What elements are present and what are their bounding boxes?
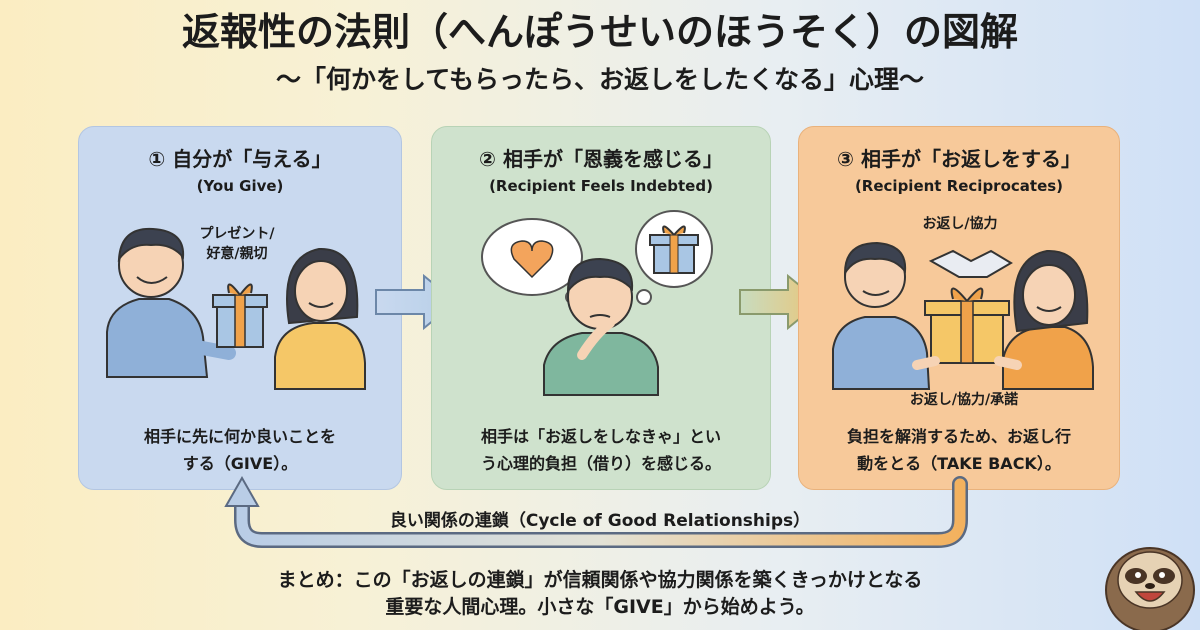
gift-label-1: プレゼント/ [199, 226, 275, 242]
step-description-line: 相手は「お返しをしなきゃ」とい [480, 427, 721, 446]
step-subtitle: (Recipient Feels Indebted) [489, 177, 713, 195]
step-description: 負担を解消するため、お返し行 動をとる（TAKE BACK）。 [813, 423, 1105, 477]
step-description-line: 相手に先に何か良いことを [143, 427, 336, 446]
step-subtitle: (You Give) [196, 177, 284, 195]
step-card-indebted: ② 相手が「恩義を感じる」 (Recipient Feels Indebted)… [431, 126, 771, 490]
page-title: 返報性の法則（へんぽうせいのほうそく）の図解 [181, 10, 1018, 54]
summary-line: 重要な人間心理。小さな「GIVE」から始めよう。 [385, 596, 815, 618]
giving-gift-icon [106, 227, 366, 390]
gift-label-2: 好意/親切 [206, 246, 268, 262]
step-title: ① 自分が「与える」 [148, 147, 332, 171]
step-description-line: 動をとる（TAKE BACK）。 [857, 454, 1061, 473]
step-title: ③ 相手が「お返しをする」 [837, 147, 1081, 171]
step-subtitle: (Recipient Reciprocates) [854, 177, 1064, 195]
summary-line: まとめ：この「お返しの連鎖」が信頼関係や協力関係を築くきっかけとなる [277, 569, 923, 591]
return-label-bottom: お返し/協力/承諾 [909, 392, 1019, 408]
cycle-label: 良い関係の連鎖（Cycle of Good Relationships） [389, 511, 811, 531]
step-description: 相手に先に何か良いことを する（GIVE）。 [93, 423, 387, 477]
step-description-line: 負担を解消するため、お返し行 [846, 427, 1071, 446]
step-card-reciprocates: ③ 相手が「お返しをする」 (Recipient Reciprocates) お… [798, 126, 1120, 490]
step-description-line: う心理的負担（借り）を感じる。 [480, 454, 721, 473]
thinking-person-icon [481, 210, 713, 396]
cycle-loop-arrow-icon [224, 475, 968, 548]
summary-text: まとめ：この「お返しの連鎖」が信頼関係や協力関係を築くきっかけとなる 重要な人間… [120, 567, 1080, 621]
page-subtitle: 〜「何かをしてもらったら、お返しをしたくなる」心理〜 [275, 65, 924, 94]
step-title: ② 相手が「恩義を感じる」 [479, 147, 723, 171]
step-description: 相手は「お返しをしなきゃ」とい う心理的負担（借り）を感じる。 [446, 423, 756, 477]
handshake-icon [832, 241, 1094, 390]
step-card-give: ① 自分が「与える」 (You Give) プレゼント/ 好意/親切 相手に先に… [78, 126, 402, 490]
step-description-line: する（GIVE）。 [182, 454, 298, 473]
sloth-mascot-icon [1105, 547, 1195, 630]
return-label-top: お返し/協力 [922, 216, 998, 232]
